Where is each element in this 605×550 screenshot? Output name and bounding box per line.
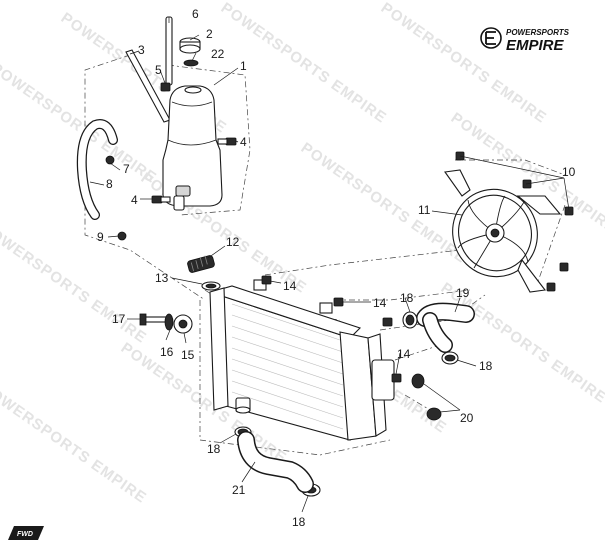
callout-14a: 14 bbox=[283, 279, 297, 293]
part-mounting-bolt bbox=[139, 313, 167, 326]
brand-name: EMPIRE bbox=[506, 37, 565, 54]
callout-20: 20 bbox=[460, 411, 474, 425]
brand-emblem-icon bbox=[480, 27, 502, 49]
part-reservoir-cap bbox=[179, 37, 201, 54]
watermark: POWERSPORTS EMPIRE bbox=[0, 219, 150, 347]
part-grommet-20b bbox=[426, 407, 442, 421]
callout-6: 6 bbox=[192, 7, 199, 21]
part-clip-14b bbox=[333, 297, 344, 307]
watermark: POWERSPORTS EMPIRE bbox=[0, 379, 150, 507]
part-coolant-reservoir bbox=[162, 85, 223, 211]
part-hose-clamp-18b bbox=[441, 351, 459, 365]
callout-19: 19 bbox=[456, 286, 470, 300]
callout-labels: 6 2 22 1 3 5 4 4 7 8 9 10 11 12 13 14 14… bbox=[97, 7, 576, 529]
part-washer bbox=[164, 313, 174, 331]
callout-11: 11 bbox=[418, 203, 431, 217]
callout-8: 8 bbox=[106, 177, 113, 191]
brand-tagline: POWERSPORTS bbox=[506, 28, 570, 37]
callout-18c: 18 bbox=[207, 442, 221, 456]
part-clip-14a bbox=[261, 275, 272, 285]
callout-18d: 18 bbox=[292, 515, 306, 529]
callout-17: 17 bbox=[112, 312, 126, 326]
part-cooling-fan bbox=[444, 169, 562, 293]
part-clip-14d bbox=[391, 373, 402, 383]
callout-7: 7 bbox=[123, 162, 130, 176]
part-hose-clamp-18a bbox=[402, 311, 418, 329]
part-bolt-lower bbox=[151, 195, 171, 204]
callout-1: 1 bbox=[240, 59, 247, 73]
callout-5: 5 bbox=[155, 63, 162, 77]
part-radiator-cap-seal bbox=[201, 281, 221, 291]
part-radiator-cap bbox=[187, 255, 215, 273]
callout-22: 22 bbox=[211, 47, 225, 61]
part-cap-seal bbox=[183, 59, 199, 67]
part-clip-14c bbox=[382, 317, 393, 327]
part-hose-clamp-9 bbox=[117, 231, 127, 241]
callout-10: 10 bbox=[562, 165, 576, 179]
callout-2: 2 bbox=[206, 27, 213, 41]
part-lower-hose bbox=[237, 431, 314, 493]
callout-14b: 14 bbox=[373, 296, 387, 310]
part-clip bbox=[160, 82, 171, 92]
callout-21: 21 bbox=[232, 483, 246, 497]
watermark: POWERSPORTS EMPIRE bbox=[378, 0, 550, 127]
callout-4-upper: 4 bbox=[240, 135, 247, 149]
callout-3: 3 bbox=[138, 43, 145, 57]
part-overflow-tube bbox=[165, 16, 173, 86]
watermark: POWERSPORTS EMPIRE bbox=[298, 139, 470, 267]
callout-18a: 18 bbox=[400, 291, 414, 305]
forward-direction-marker: FWD bbox=[8, 526, 44, 540]
leader-lines bbox=[89, 17, 570, 513]
callout-18b: 18 bbox=[479, 359, 493, 373]
part-hose-clamp-7 bbox=[105, 155, 115, 165]
callout-14c: 14 bbox=[397, 347, 411, 361]
callout-4-lower: 4 bbox=[131, 193, 138, 207]
callout-12: 12 bbox=[226, 235, 240, 249]
part-grommet bbox=[173, 314, 193, 334]
callout-16: 16 bbox=[160, 345, 174, 359]
callout-13: 13 bbox=[155, 271, 169, 285]
part-bolt-upper bbox=[217, 137, 237, 146]
callout-9: 9 bbox=[97, 230, 104, 244]
part-upper-hose bbox=[416, 302, 475, 353]
part-radiator bbox=[209, 279, 395, 441]
forward-label: FWD bbox=[17, 531, 33, 538]
part-reservoir-hose bbox=[76, 119, 118, 220]
brand-logo: POWERSPORTS EMPIRE bbox=[480, 27, 570, 54]
part-grommet-20a bbox=[411, 373, 425, 389]
callout-15: 15 bbox=[181, 348, 195, 362]
